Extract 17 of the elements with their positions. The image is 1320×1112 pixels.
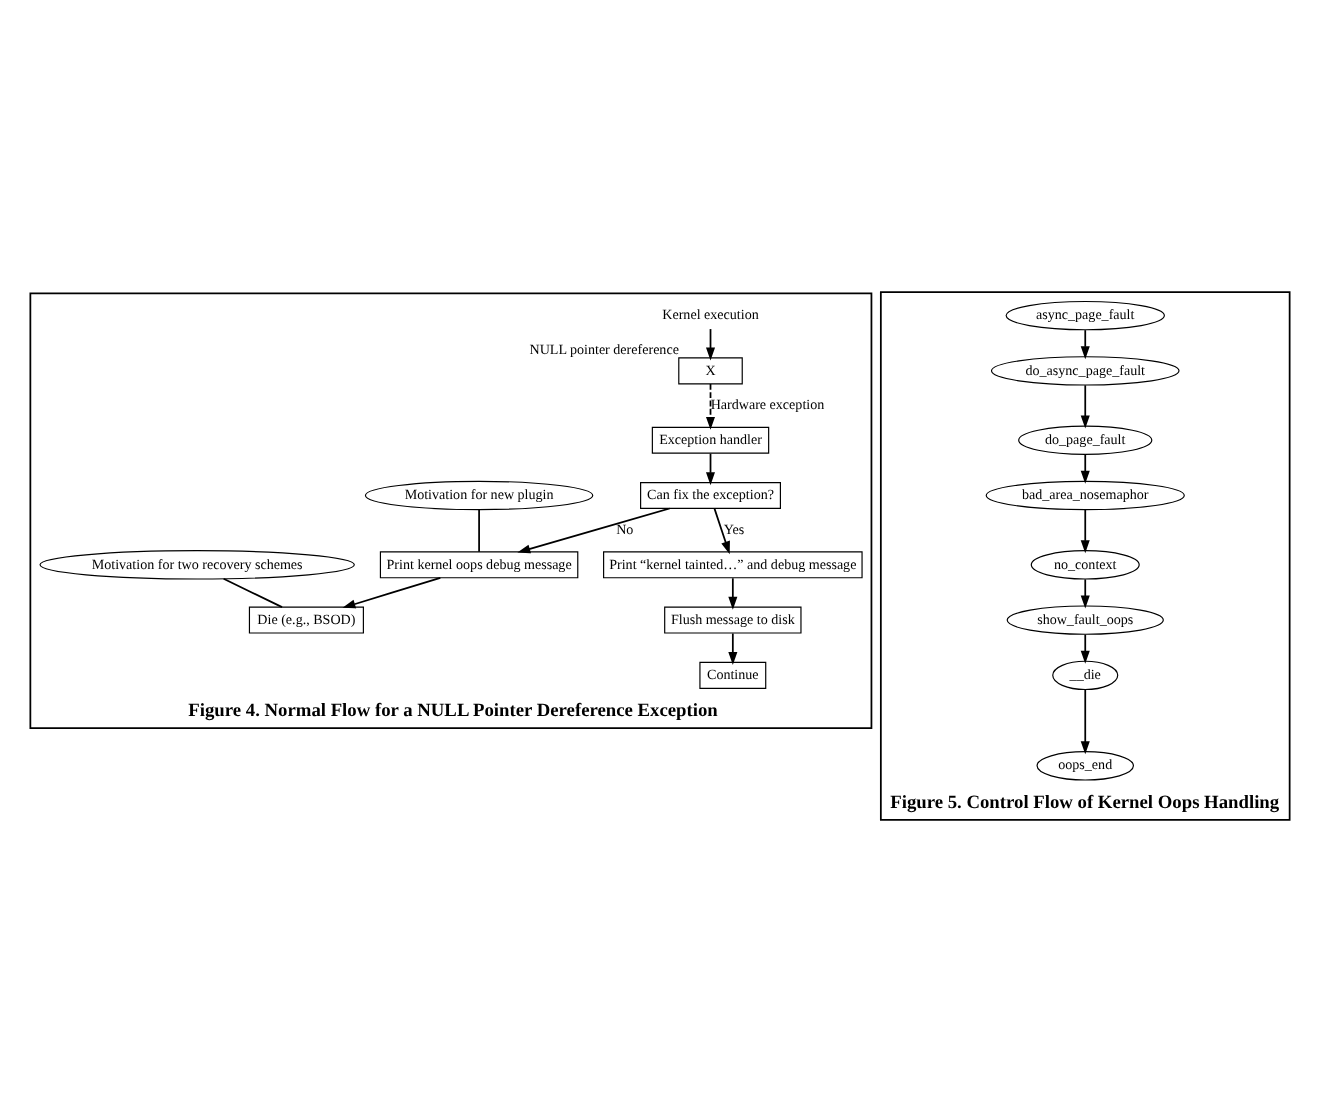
arrow: [1080, 688, 1090, 755]
arrow: [1080, 384, 1090, 429]
arrow: [705, 383, 716, 430]
arrow: [1080, 633, 1090, 664]
arrow: [342, 577, 442, 609]
connector: [478, 509, 480, 553]
arrow: [705, 328, 716, 361]
arrow: [713, 507, 730, 555]
connector: [222, 577, 283, 608]
arrow: [728, 632, 738, 665]
arrow: [1080, 578, 1090, 609]
arrow: [1080, 509, 1090, 554]
arrow: [517, 507, 671, 554]
arrow: [728, 577, 738, 610]
arrow: [1080, 453, 1090, 484]
arrow: [705, 452, 716, 486]
arrow: [1080, 329, 1090, 360]
